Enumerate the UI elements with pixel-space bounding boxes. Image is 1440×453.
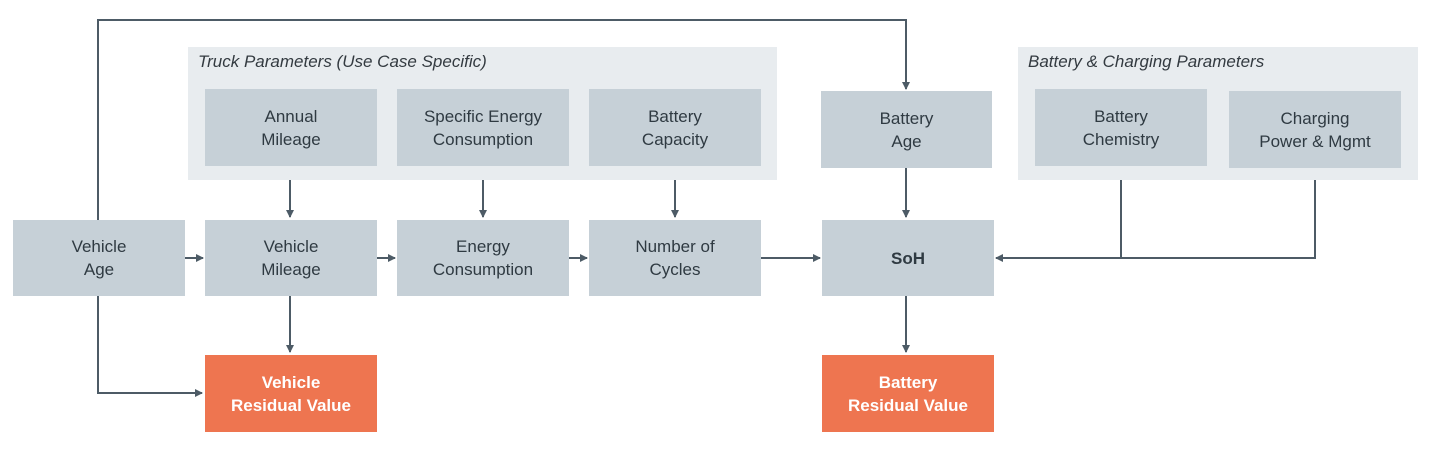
arrow-vehicle-age-to-battery-age <box>97 19 910 220</box>
arrow-charging-to-soh <box>995 168 1316 262</box>
node-specific-energy-consumption: Specific Energy Consumption <box>397 89 569 166</box>
node-energy-consumption: Energy Consumption <box>397 220 569 296</box>
node-soh: SoH <box>822 220 994 296</box>
node-vehicle-residual-value: Vehicle Residual Value <box>205 355 377 432</box>
arrow-vehicle-age-to-vehicle-residual <box>97 296 203 397</box>
node-vehicle-age: Vehicle Age <box>13 220 185 296</box>
node-annual-mileage: Annual Mileage <box>205 89 377 166</box>
node-vehicle-mileage: Vehicle Mileage <box>205 220 377 296</box>
node-battery-residual-value: Battery Residual Value <box>822 355 994 432</box>
truck-parameters-title: Truck Parameters (Use Case Specific) <box>198 52 487 71</box>
node-charging-power: Charging Power & Mgmt <box>1229 91 1401 168</box>
node-battery-age: Battery Age <box>821 91 992 168</box>
node-number-of-cycles: Number of Cycles <box>589 220 761 296</box>
node-battery-capacity: Battery Capacity <box>589 89 761 166</box>
node-battery-chemistry: Battery Chemistry <box>1035 89 1207 166</box>
battery-charging-title: Battery & Charging Parameters <box>1028 52 1265 71</box>
